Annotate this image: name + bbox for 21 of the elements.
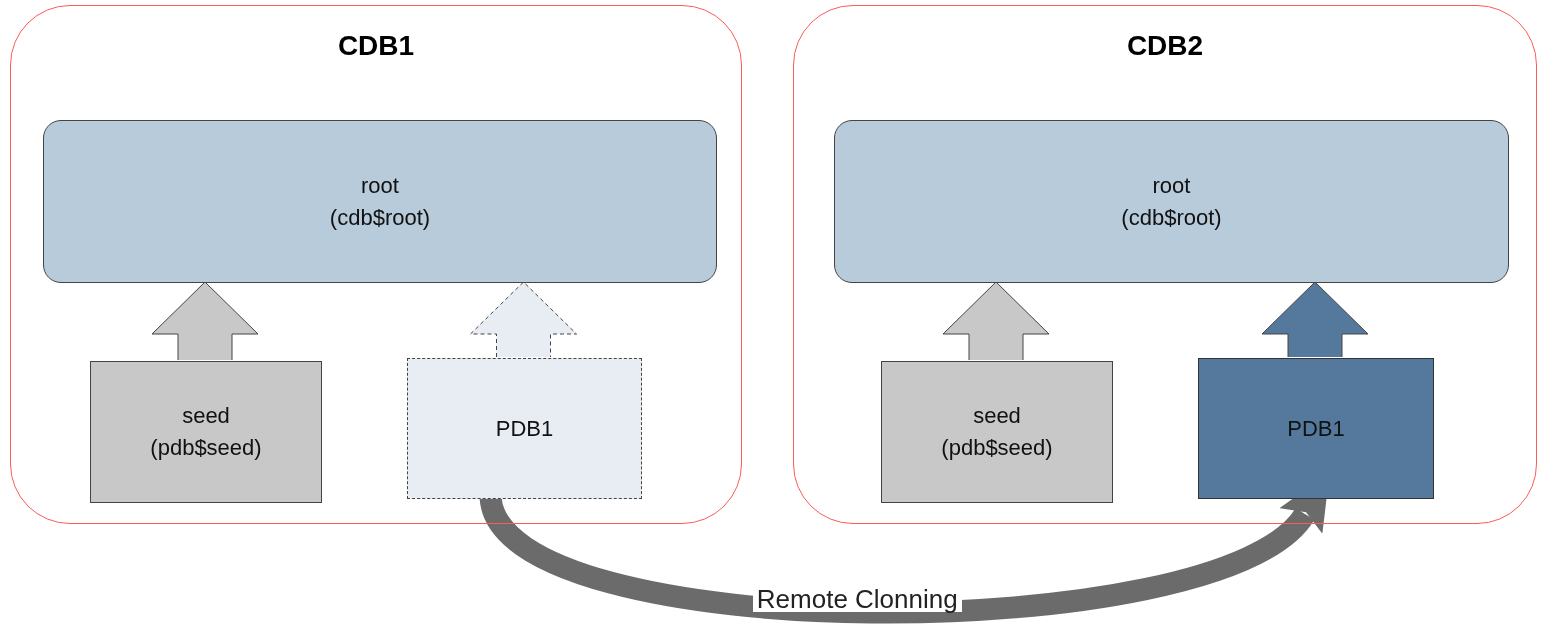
node-box (407, 358, 642, 499)
node-box (881, 361, 1113, 503)
container-box (793, 5, 1537, 524)
container-title: CDB1 (337, 30, 415, 62)
block-arrow (942, 281, 1050, 361)
edge-label: Remote Clonning (752, 586, 962, 612)
node-label: PDB1 (495, 414, 554, 443)
node-box (90, 361, 322, 503)
block-arrow (470, 281, 577, 358)
node-box (43, 120, 717, 283)
node-label: PDB1 (1287, 414, 1345, 443)
block-arrow (1261, 281, 1369, 358)
node-label: root (cdb$root) (1120, 171, 1223, 232)
node-label: seed (pdb$seed) (149, 402, 263, 462)
block-arrow (151, 281, 259, 361)
node-box (1198, 358, 1434, 499)
node-label: root (cdb$root) (328, 171, 432, 232)
container-box (10, 5, 742, 524)
container-title: CDB2 (1126, 30, 1204, 62)
node-box (834, 120, 1509, 283)
node-label: seed (pdb$seed) (940, 402, 1054, 462)
